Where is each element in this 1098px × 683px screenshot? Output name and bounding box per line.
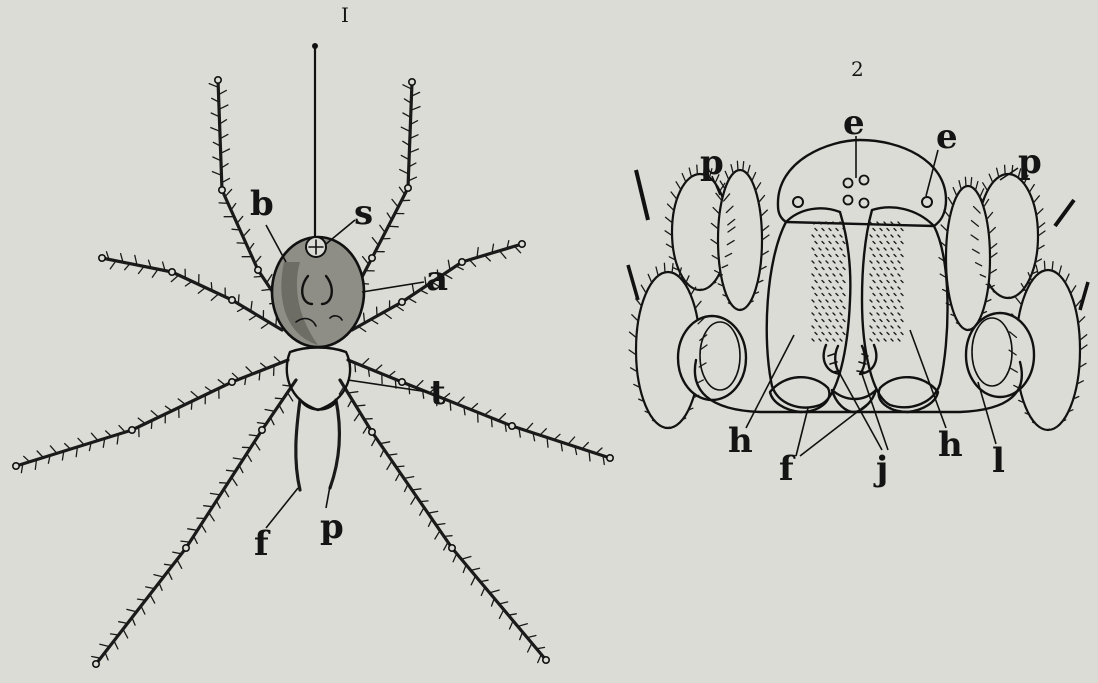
label-e-top: e (843, 103, 865, 143)
label-e-right: e (936, 117, 958, 157)
label-s: s (354, 193, 373, 233)
left-palp (296, 400, 300, 490)
eye (844, 179, 853, 188)
pointer-a (362, 282, 424, 292)
pointer-e-right (926, 150, 938, 196)
leg (348, 359, 613, 465)
eye (793, 197, 803, 207)
leg (339, 380, 549, 663)
label-a: a (426, 259, 448, 299)
pointer-s (326, 220, 355, 244)
label-f: f (254, 524, 271, 564)
carapace (778, 140, 946, 226)
label-p: p (320, 507, 344, 547)
right-palp (330, 400, 339, 488)
pointer-h-left (746, 335, 794, 428)
spider-legs (13, 77, 613, 667)
label-b: b (250, 184, 274, 224)
label-l: l (992, 441, 1005, 481)
label-h-right: h (938, 425, 963, 465)
pointer-b (266, 225, 286, 262)
fang-left (824, 345, 840, 374)
left-pedipalp (628, 170, 762, 428)
label-t: t (430, 373, 446, 413)
pointer-p (326, 486, 330, 508)
figure-1-spider: I b s a t f p (13, 3, 613, 667)
eye (844, 196, 853, 205)
label-j: j (873, 449, 888, 489)
label-h-left: h (728, 421, 753, 461)
figure-2-number: 2 (851, 57, 864, 81)
pointer-f (266, 488, 298, 528)
eye (860, 199, 869, 208)
eye (860, 176, 869, 185)
figure-2-head: 2 (628, 57, 1088, 489)
label-p-right: p (1018, 142, 1042, 182)
label-f-2: f (779, 449, 796, 489)
chelicera-stipple (812, 222, 903, 341)
eye (922, 197, 932, 207)
thread-end (312, 43, 318, 49)
pointer-f-a (796, 408, 808, 456)
figure-1-number: I (341, 3, 349, 27)
